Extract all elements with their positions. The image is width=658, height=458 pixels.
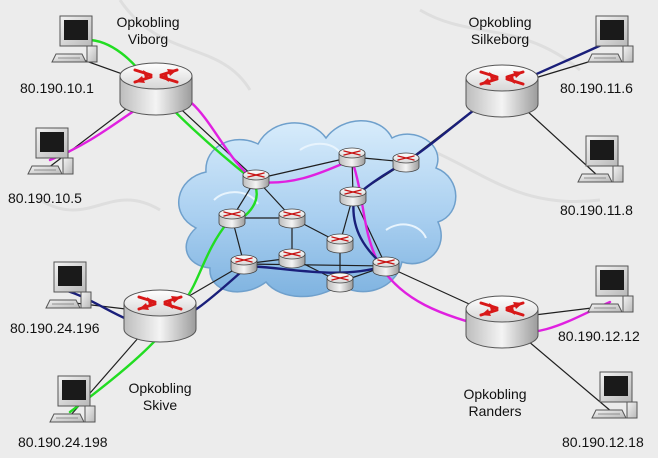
router-icon <box>278 208 306 229</box>
host-ip-label-h3: 80.190.11.6 <box>560 80 633 96</box>
site-label-randers-line2: Randers <box>468 403 522 419</box>
router-icon <box>392 152 420 173</box>
desktop-computer-icon <box>587 265 634 313</box>
router-icon <box>122 288 198 344</box>
host-ip-label-h4: 80.190.11.8 <box>560 202 633 218</box>
router-icon <box>218 208 246 229</box>
host-ip-label-h1: 80.190.10.1 <box>20 80 94 96</box>
desktop-computer-icon <box>51 15 98 63</box>
router-icon <box>230 254 258 275</box>
background-decoration <box>39 0 601 212</box>
site-label-skive: Opkobling Skive <box>118 380 202 414</box>
desktop-computer-icon <box>27 127 74 175</box>
router-icon <box>464 63 540 119</box>
site-label-randers-line1: Opkobling <box>463 386 527 402</box>
site-label-viborg-line2: Viborg <box>127 31 169 47</box>
desktop-computer-icon <box>591 371 638 419</box>
host-ip-label-h7: 80.190.12.12 <box>558 328 640 344</box>
router-icon <box>118 61 194 117</box>
site-label-silkeborg-line1: Opkobling <box>468 14 532 30</box>
site-label-silkeborg: Opkobling Silkeborg <box>452 14 548 48</box>
host-ip-label-h6: 80.190.24.198 <box>18 434 108 450</box>
host-ip-label-h5: 80.190.24.196 <box>10 320 100 336</box>
desktop-computer-icon <box>45 261 92 309</box>
desktop-computer-icon <box>577 135 624 183</box>
site-label-viborg: Opkobling Viborg <box>106 14 190 48</box>
host-ip-label-h2: 80.190.10.5 <box>8 190 82 206</box>
router-icon <box>326 272 354 293</box>
network-link <box>352 195 387 267</box>
site-label-viborg-line1: Opkobling <box>116 14 180 30</box>
site-label-skive-line2: Skive <box>142 397 178 413</box>
router-icon <box>339 186 367 207</box>
network-link <box>255 156 353 180</box>
desktop-computer-icon <box>49 375 96 423</box>
router-icon <box>372 256 400 277</box>
router-icon <box>338 147 366 168</box>
network-link <box>243 263 387 267</box>
desktop-computer-icon <box>587 15 634 63</box>
site-label-randers: Opkobling Randers <box>450 386 540 420</box>
router-icon <box>326 233 354 254</box>
router-icon <box>278 248 306 269</box>
site-label-silkeborg-line2: Silkeborg <box>470 31 530 47</box>
site-label-skive-line1: Opkobling <box>128 380 192 396</box>
host-ip-label-h8: 80.190.12.18 <box>562 434 644 450</box>
router-icon <box>242 169 270 190</box>
router-icon <box>464 294 540 350</box>
